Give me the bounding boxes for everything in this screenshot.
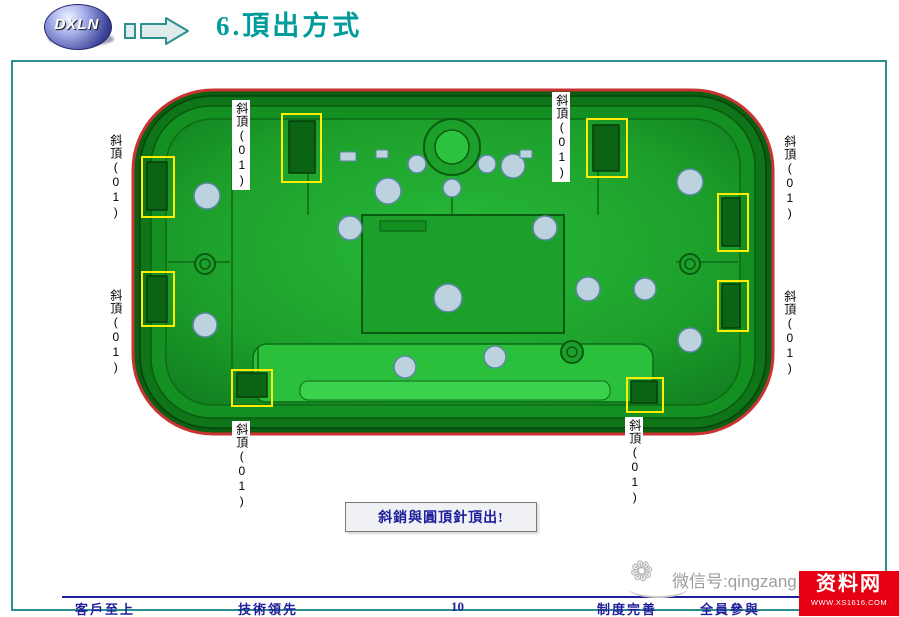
lifter-label: 斜頂(01) [552, 92, 570, 182]
lifter-label: 斜頂(01) [625, 417, 643, 507]
highlight-box-left-top [141, 156, 175, 218]
company-logo: DXLN [38, 2, 122, 52]
highlight-box-top-right [586, 118, 628, 178]
lifter-label: 斜頂(01) [232, 100, 250, 190]
page-title: 6.頂出方式 [216, 11, 363, 41]
highlight-box-bottom-left [231, 369, 273, 407]
footer-slogan-3: 制度完善 [597, 602, 658, 617]
page-number: 10 [451, 599, 464, 614]
callout-box: 斜銷與圓頂針頂出! [345, 502, 537, 532]
logo-sphere [44, 4, 112, 50]
footer-slogan-1: 客戶至上 [75, 602, 136, 617]
site-watermark-brand: 资料网 [816, 573, 882, 595]
footer-slogan-2: 技術領先 [238, 602, 299, 617]
lifter-label: 斜頂(01) [780, 288, 798, 378]
arrow-right-icon [124, 17, 189, 45]
footer-slogan-4: 全員參與 [700, 602, 761, 617]
lifter-label: 斜頂(01) [780, 133, 798, 223]
watermark-swirl [628, 578, 688, 598]
lifter-label: 斜頂(01) [106, 132, 124, 222]
highlight-box-left-mid [141, 271, 175, 327]
highlight-box-bottom-right [626, 377, 664, 413]
footer-divider [62, 596, 838, 598]
highlight-box-right-mid [717, 280, 749, 332]
lifter-label: 斜頂(01) [232, 421, 250, 511]
site-watermark-badge: 资料网 WWW.XS1616.COM [799, 571, 899, 616]
highlight-box-right-top [717, 193, 749, 252]
logo-text: DXLN [54, 16, 100, 33]
highlight-box-top-left [281, 113, 322, 183]
wechat-watermark-text: 微信号:qingzang [672, 572, 797, 591]
site-watermark-url: WWW.XS1616.COM [810, 598, 888, 607]
lifter-label: 斜頂(01) [106, 287, 124, 377]
